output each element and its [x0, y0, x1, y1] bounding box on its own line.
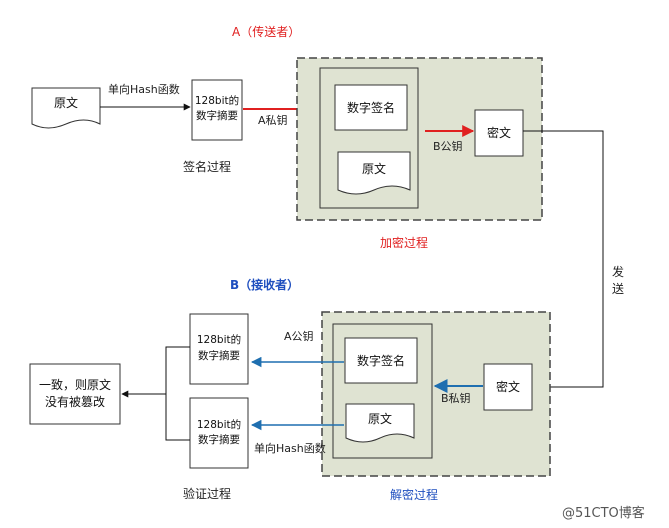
ciphertext-label-bottom: 密文 — [496, 379, 520, 394]
decrypt-process-caption: 解密过程 — [390, 487, 438, 502]
send-label-1: 发 — [612, 264, 624, 279]
send-path — [523, 130, 604, 391]
digital-signature-label-bottom: 数字签名 — [357, 353, 405, 368]
result-line2: 没有被篡改 — [45, 394, 105, 409]
original-inner-label-top: 原文 — [362, 161, 386, 176]
result-line1: 一致，则原文 — [39, 377, 111, 392]
original-doc-inner-bottom: 原文 — [345, 403, 415, 443]
digest-box-bottom-1: 128bit的 数字摘要 — [189, 313, 249, 385]
digital-signature-box-bottom: 数字签名 — [344, 337, 418, 384]
b-public-key-label: B公钥 — [433, 139, 463, 153]
sender-header: A（传送者） — [232, 24, 300, 39]
sign-process-caption: 签名过程 — [183, 159, 231, 174]
digest1-line1: 128bit的 — [197, 333, 241, 346]
ciphertext-box-bottom: 密文 — [483, 363, 533, 411]
result-box: 一致，则原文 没有被篡改 — [29, 363, 121, 425]
original-document-top: 原文 — [31, 87, 101, 129]
original-inner-label-bottom: 原文 — [368, 411, 392, 426]
hash-label-top: 单向Hash函数 — [108, 82, 180, 96]
digest1-line2: 数字摘要 — [198, 349, 240, 362]
digest2-line1: 128bit的 — [197, 418, 241, 431]
ciphertext-label-top: 密文 — [487, 125, 511, 140]
compare-bracket — [165, 346, 190, 441]
send-label-2: 送 — [612, 281, 624, 296]
digest-line1: 128bit的 — [195, 94, 239, 107]
watermark: @51CTO博客 — [562, 505, 645, 521]
digital-signature-label-top: 数字签名 — [347, 100, 395, 115]
digest-line2: 数字摘要 — [196, 109, 238, 122]
digital-signature-box-top: 数字签名 — [334, 84, 408, 131]
original-doc-inner-top: 原文 — [337, 151, 411, 195]
digest-box-top: 128bit的 数字摘要 — [191, 79, 243, 141]
digest-box-bottom-2: 128bit的 数字摘要 — [189, 397, 249, 469]
b-private-key-label: B私钥 — [441, 391, 471, 405]
digest2-line2: 数字摘要 — [198, 433, 240, 446]
hash-label-bottom: 单向Hash函数 — [254, 441, 326, 455]
receiver-header: B（接收者） — [230, 277, 299, 292]
ciphertext-box-top: 密文 — [474, 109, 524, 157]
a-private-key-label: A私钥 — [258, 113, 288, 127]
encrypt-process-caption: 加密过程 — [380, 235, 428, 250]
a-public-key-label: A公钥 — [284, 329, 314, 343]
original-doc-label: 原文 — [54, 95, 78, 110]
verify-process-caption: 验证过程 — [183, 486, 231, 501]
